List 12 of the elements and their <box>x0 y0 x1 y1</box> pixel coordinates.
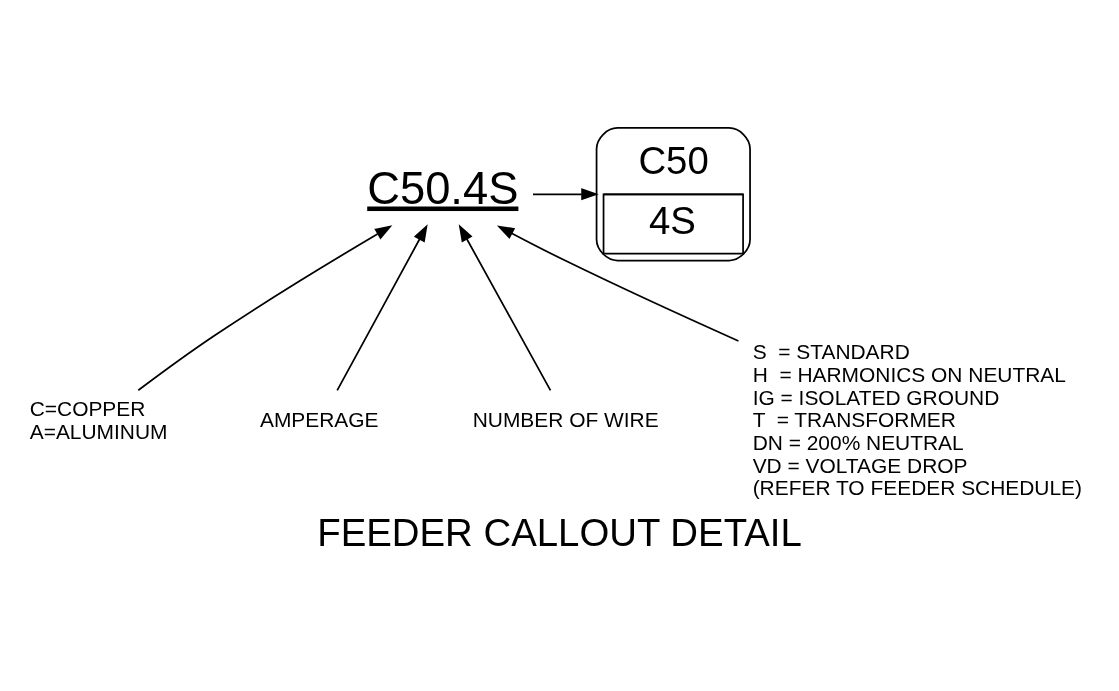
arrow <box>496 224 740 342</box>
node-text: S = STANDARD H = HARMONICS ON NEUTRAL IG = ISOLATED GROUND T = TRANSFORMER DN = 200% NEUTRAL VD = VOLTAGE DROP (REFER TO FEEDER SCHEDULE) <box>752 339 1083 499</box>
arrow <box>532 187 599 200</box>
node-text: C=COPPER A=ALUMINUM <box>29 396 168 443</box>
node-text: AMPERAGE <box>259 407 379 431</box>
node-box: C50 4S <box>595 126 751 261</box>
node-text: C50.4S <box>367 162 519 213</box>
node-text: NUMBER OF WIRE <box>472 407 659 431</box>
diagram-title: FEEDER CALLOUT DETAIL <box>317 510 802 554</box>
arrow <box>137 224 393 391</box>
arrow <box>336 223 428 391</box>
arrow <box>458 223 552 391</box>
